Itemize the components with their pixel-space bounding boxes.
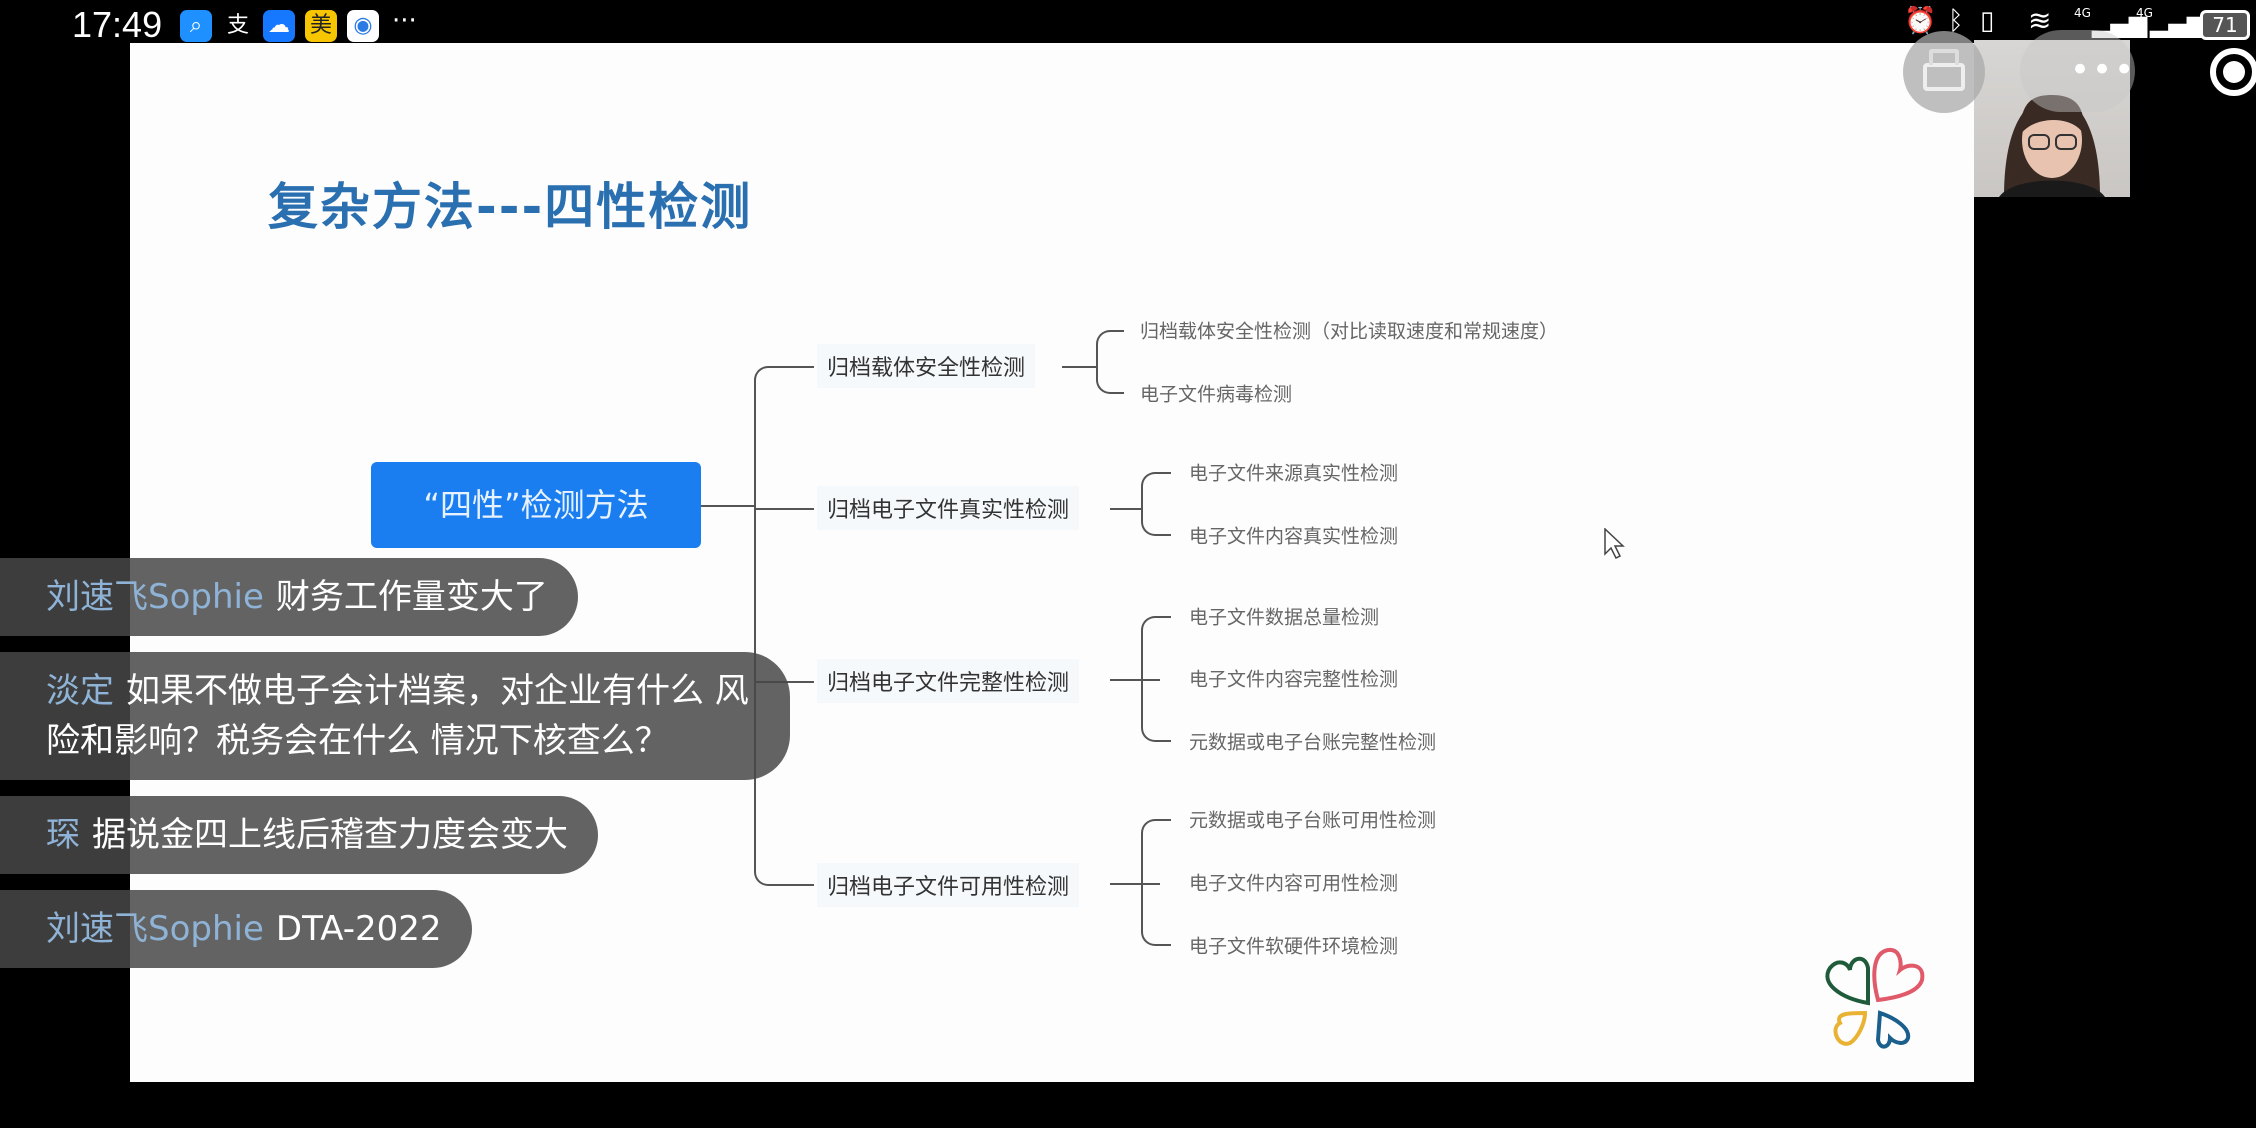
record-button[interactable] xyxy=(2210,48,2256,96)
bluetooth-icon: ᛒ xyxy=(1948,6,1964,36)
chat-message: 琛据说金四上线后稽查力度会变大 xyxy=(0,796,598,874)
leaf-node: 电子文件内容真实性检测 xyxy=(1189,525,1399,548)
lock-shackle xyxy=(1929,49,1959,65)
alarm-icon: ⏰ xyxy=(1904,6,1937,36)
branch-node: 归档电子文件完整性检测 xyxy=(817,659,1080,703)
signal-icon: ▂▄▆ xyxy=(2092,10,2148,38)
chat-message: 刘速飞Sophie 财务工作量变大了 xyxy=(0,558,578,636)
bracket xyxy=(1141,472,1171,536)
network-label: 4G xyxy=(2074,6,2091,20)
status-bar: 17:49 ⌕ 支 ☁ 美 ◉ ··· ⏰ ᛒ ▯ ≋ 4G ▂▄▆ 4G ▂▄… xyxy=(0,0,2256,46)
chat-text: DTA-2022 xyxy=(275,909,442,949)
leaf-node: 归档载体安全性检测（对比读取速度和常规速度） xyxy=(1140,320,1559,343)
connector xyxy=(1110,508,1141,510)
chat-text: 财务工作量变大了 xyxy=(275,577,548,617)
leaf-node: 电子文件来源真实性检测 xyxy=(1189,462,1399,485)
more-notifications-icon: ··· xyxy=(392,6,417,36)
leaf-node: 电子文件病毒检测 xyxy=(1140,383,1293,406)
alipay-icon: 支 xyxy=(226,13,249,38)
bracket xyxy=(1141,819,1171,946)
mindmap-center-node: “四性”检测方法 xyxy=(371,462,701,548)
chat-sender: 琛 xyxy=(46,815,80,855)
chat-sender: 淡定 xyxy=(46,671,114,711)
presenter-webcam[interactable] xyxy=(1974,40,2130,197)
mouse-cursor-icon xyxy=(1604,528,1625,560)
connector xyxy=(1110,679,1160,681)
chat-message: 淡定如果不做电子会计档案，对企业有什么 风险和影响？税务会在什么 情况下核查么？ xyxy=(0,652,790,780)
battery-icon: 71 xyxy=(2200,10,2250,40)
network-label: 4G xyxy=(2136,6,2153,20)
lock-icon xyxy=(1923,63,1965,91)
signal-icon: ▂▄▆ xyxy=(2150,10,2206,38)
chat-text: 如果不做电子会计档案，对企业有什么 风险和影响？税务会在什么 情况下核查么？ xyxy=(46,671,749,761)
logo-hearts-icon xyxy=(1825,947,1925,1049)
clock: 17:49 xyxy=(72,4,163,45)
meituan-icon: 美 xyxy=(305,10,337,42)
slide-title: 复杂方法---四性检测 xyxy=(268,178,753,236)
leaf-node: 电子文件内容可用性检测 xyxy=(1189,872,1399,895)
record-icon xyxy=(2223,61,2245,83)
branch-node: 归档电子文件可用性检测 xyxy=(817,863,1080,907)
trunk-bracket xyxy=(754,366,814,886)
lock-screen-button[interactable] xyxy=(1903,31,1985,113)
leaf-node: 电子文件内容完整性检测 xyxy=(1189,668,1399,691)
bracket xyxy=(1141,616,1171,742)
chat-message: 刘速飞Sophie DTA-2022 xyxy=(0,890,472,968)
vibrate-icon: ▯ xyxy=(1980,6,1995,36)
connector xyxy=(754,508,814,510)
browser-icon: ◉ xyxy=(347,10,379,42)
leaf-node: 元数据或电子台账可用性检测 xyxy=(1189,809,1437,832)
search-app-icon: ⌕ xyxy=(180,10,212,42)
bracket xyxy=(1096,330,1124,394)
weather-icon: ☁ xyxy=(263,10,295,42)
chat-text: 据说金四上线后稽查力度会变大 xyxy=(92,815,568,855)
more-options-button[interactable]: ••• xyxy=(2020,30,2135,112)
chat-overlay: 刘速飞Sophie 财务工作量变大了 淡定如果不做电子会计档案，对企业有什么 风险… xyxy=(0,558,790,968)
leaf-node: 元数据或电子台账完整性检测 xyxy=(1189,731,1437,754)
chat-sender: 刘速飞Sophie xyxy=(46,577,264,617)
leaf-node: 电子文件软硬件环境检测 xyxy=(1189,935,1399,958)
connector xyxy=(1062,366,1096,368)
leaf-node: 电子文件数据总量检测 xyxy=(1189,606,1380,629)
branch-node: 归档电子文件真实性检测 xyxy=(817,486,1080,530)
wifi-icon: ≋ xyxy=(2028,4,2052,37)
connector xyxy=(701,505,754,507)
connector xyxy=(1110,883,1160,885)
branch-node: 归档载体安全性检测 xyxy=(817,344,1036,388)
more-dots-icon: ••• xyxy=(2070,50,2137,90)
presenter-avatar-icon xyxy=(1999,95,2105,197)
chat-sender: 刘速飞Sophie xyxy=(46,909,264,949)
